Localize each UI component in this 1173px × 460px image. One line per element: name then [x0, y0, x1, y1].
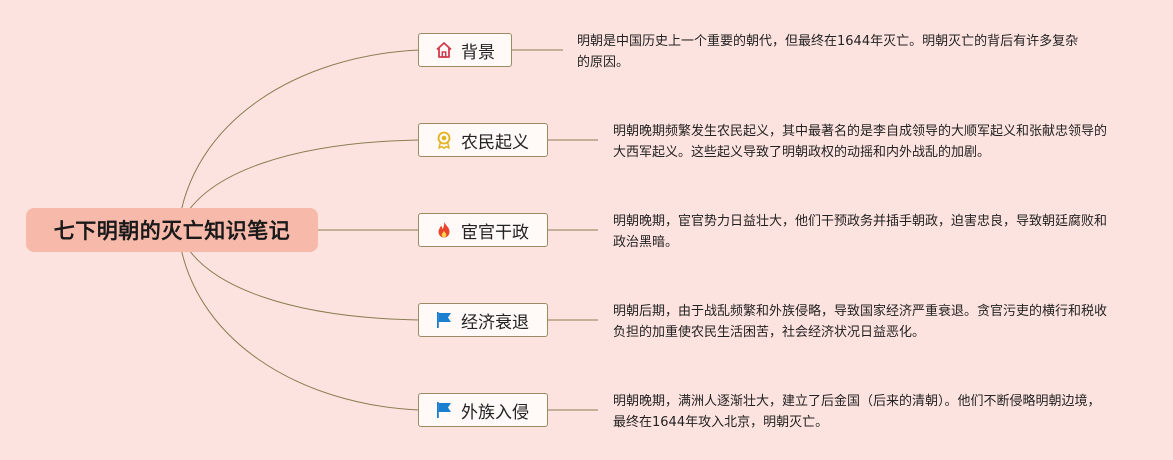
central-topic-label: 七下明朝的灭亡知识笔记	[53, 219, 291, 243]
topic-label: 农民起义	[461, 132, 529, 153]
topic-note: 明朝晚期频繁发生农民起义，其中最著名的是李自成领导的大顺军起义和张献忠领导的大西…	[613, 124, 1108, 160]
topic-note: 明朝晚期，满洲人逐渐壮大，建立了后金国（后来的清朝）。他们不断侵略明朝边境，最终…	[613, 394, 1101, 430]
branch-line-5	[177, 229, 421, 411]
fire-icon	[433, 219, 455, 241]
topic-foreign-invasion[interactable]: 外族入侵	[418, 393, 548, 427]
flag-icon	[433, 399, 455, 421]
home-icon	[433, 39, 455, 61]
topic-note: 明朝是中国历史上一个重要的朝代，但最终在1644年灭亡。明朝灭亡的背后有许多复杂…	[577, 34, 1079, 70]
branch-line-1	[177, 49, 421, 231]
topic-economic-decline[interactable]: 经济衰退	[418, 303, 548, 337]
topic-label: 宦官干政	[461, 222, 529, 243]
topic-background[interactable]: 背景	[418, 33, 512, 67]
award-ribbon-icon	[433, 129, 455, 151]
central-topic[interactable]: 七下明朝的灭亡知识笔记	[26, 208, 318, 252]
topic-label: 经济衰退	[461, 312, 529, 333]
topic-note: 明朝晚期，宦官势力日益壮大，他们干预政务并插手朝政，迫害忠良，导致朝廷腐败和政治…	[613, 214, 1108, 250]
topic-eunuch-politics[interactable]: 宦官干政	[418, 213, 548, 247]
topic-label: 背景	[461, 42, 495, 63]
topic-label: 外族入侵	[461, 402, 529, 423]
topic-note: 明朝后期，由于战乱频繁和外族侵略，导致国家经济严重衰退。贪官污吏的横行和税收负担…	[613, 304, 1108, 340]
flag-icon	[433, 309, 455, 331]
topic-peasant-uprising[interactable]: 农民起义	[418, 123, 548, 157]
